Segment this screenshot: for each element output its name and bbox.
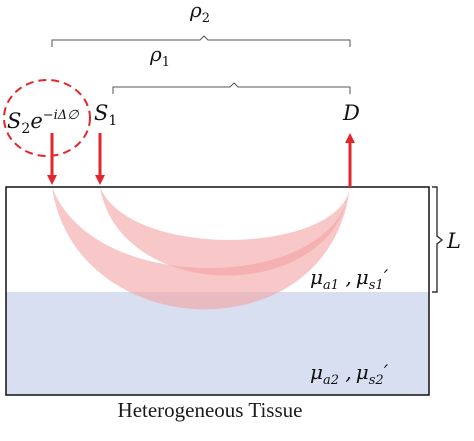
detector-label: D [342,101,360,125]
thickness-label: L [446,229,461,253]
photon-path-s2 [52,187,350,310]
thickness-brace [432,186,444,293]
tissue-box [5,186,430,396]
lower-tissue-layer [6,292,429,395]
s2-highlight-circle [3,79,91,157]
layer2-properties: μa2 ,μs2′ [310,360,389,388]
layer1-properties: μa1 ,μs1′ [310,265,389,293]
source-s1-label: S1 [94,101,117,129]
brace-rho1 [112,82,351,94]
figure-caption: Heterogeneous Tissue [117,398,303,422]
photon-path-s1 [100,187,350,276]
source-s2-label: S2e−iΔ∅ [7,108,79,137]
brace-rho2 [51,35,351,47]
rho2-label: ρ2 [189,0,210,26]
rho1-label: ρ1 [149,42,170,70]
